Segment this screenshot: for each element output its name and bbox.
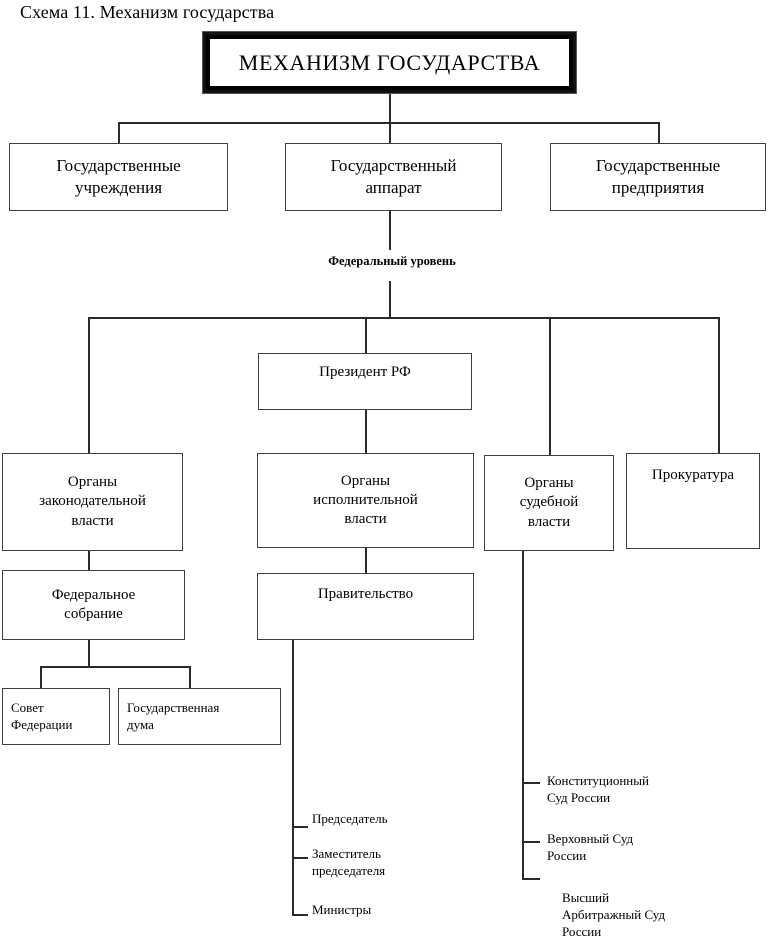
connector-branch-bus	[88, 317, 719, 319]
node-state-duma: Государственная дума	[118, 688, 281, 745]
node-prosecution-office: Прокуратура	[626, 453, 760, 549]
connector-judicial-spine	[522, 551, 524, 879]
connector-government-tick-chairman	[292, 826, 308, 828]
connector-chamber-drop-right	[189, 666, 191, 688]
caption-federal-level: Федеральный уровень	[328, 254, 456, 268]
node-state-enterprises: Государственные предприятия	[550, 143, 766, 211]
node-executive-bodies-label: Органы исполнительной власти	[313, 472, 418, 528]
connector-government-tick-deputy	[292, 857, 308, 859]
node-state-duma-label: Государственная дума	[127, 699, 220, 732]
connector-branch-drop-president	[365, 317, 367, 353]
node-executive-bodies: Органы исполнительной власти	[257, 453, 474, 548]
connector-level2-left-drop	[118, 122, 120, 143]
node-state-apparatus: Государственный аппарат	[285, 143, 502, 211]
connector-judicial-tick-constitutional	[522, 782, 540, 784]
node-federation-council-label: Совет Федерации	[11, 699, 73, 732]
node-federal-assembly-label: Федеральное собрание	[51, 586, 136, 622]
node-state-institutions: Государственные учреждения	[9, 143, 228, 211]
node-prosecution-office-label: Прокуратура	[651, 467, 735, 483]
connector-chambers-bus	[40, 666, 190, 668]
leaf-deputy-chairman: Заместитель председателя	[312, 846, 386, 878]
node-state-apparatus-label: Государственный аппарат	[330, 156, 457, 197]
connector-apparatus-down	[389, 211, 391, 250]
node-government: Правительство	[257, 573, 474, 640]
connector-assembly-down	[88, 640, 90, 667]
node-state-institutions-label: Государственные учреждения	[56, 156, 181, 197]
node-federal-assembly: Федеральное собрание	[2, 570, 185, 640]
connector-branch-drop-legislative	[88, 317, 90, 453]
leaf-ministers: Министры	[312, 902, 372, 917]
connector-president-down	[365, 410, 367, 453]
root-node-inner-frame: МЕХАНИЗМ ГОСУДАРСТВА	[206, 35, 573, 90]
node-federation-council: Совет Федерации	[2, 688, 110, 745]
node-government-label: Правительство	[317, 586, 414, 602]
connector-chamber-drop-left	[40, 666, 42, 688]
connector-judicial-tick-arbitration	[522, 878, 540, 880]
node-judicial-bodies: Органы судебной власти	[484, 455, 614, 551]
connector-level2-center-drop	[389, 122, 391, 143]
connector-level2-right-drop	[658, 122, 660, 143]
connector-government-tick-ministers	[292, 914, 308, 916]
node-legislative-bodies-label: Органы законодательной власти	[39, 474, 146, 529]
node-judicial-bodies-label: Органы судебной власти	[519, 475, 579, 530]
leaf-supreme-court: Верховный Суд России	[547, 831, 634, 863]
connector-government-spine	[292, 640, 294, 915]
node-president-label: Президент РФ	[319, 364, 411, 380]
node-legislative-bodies: Органы законодательной власти	[2, 453, 183, 551]
connector-level2-bus	[118, 122, 659, 124]
connector-root-down	[389, 94, 391, 123]
root-node-label: МЕХАНИЗМ ГОСУДАРСТВА	[238, 49, 541, 75]
page-title: Схема 11. Механизм государства	[20, 2, 275, 22]
connector-executive-down	[365, 548, 367, 573]
connector-judicial-tick-supreme	[522, 841, 540, 843]
node-state-enterprises-label: Государственные предприятия	[595, 156, 721, 197]
connector-federal-down	[389, 281, 391, 318]
root-node-mechanism-of-state: МЕХАНИЗМ ГОСУДАРСТВА	[202, 31, 577, 94]
node-president: Президент РФ	[258, 353, 472, 410]
leaf-constitutional-court: Конституционный Суд России	[547, 773, 649, 805]
connector-legislative-down	[88, 551, 90, 570]
connector-branch-drop-prosecution	[718, 317, 720, 453]
leaf-supreme-arbitration-court: Высший Арбитражный Суд России	[562, 890, 666, 939]
connector-branch-drop-judicial	[549, 317, 551, 455]
leaf-chairman: Председатель	[312, 811, 388, 826]
